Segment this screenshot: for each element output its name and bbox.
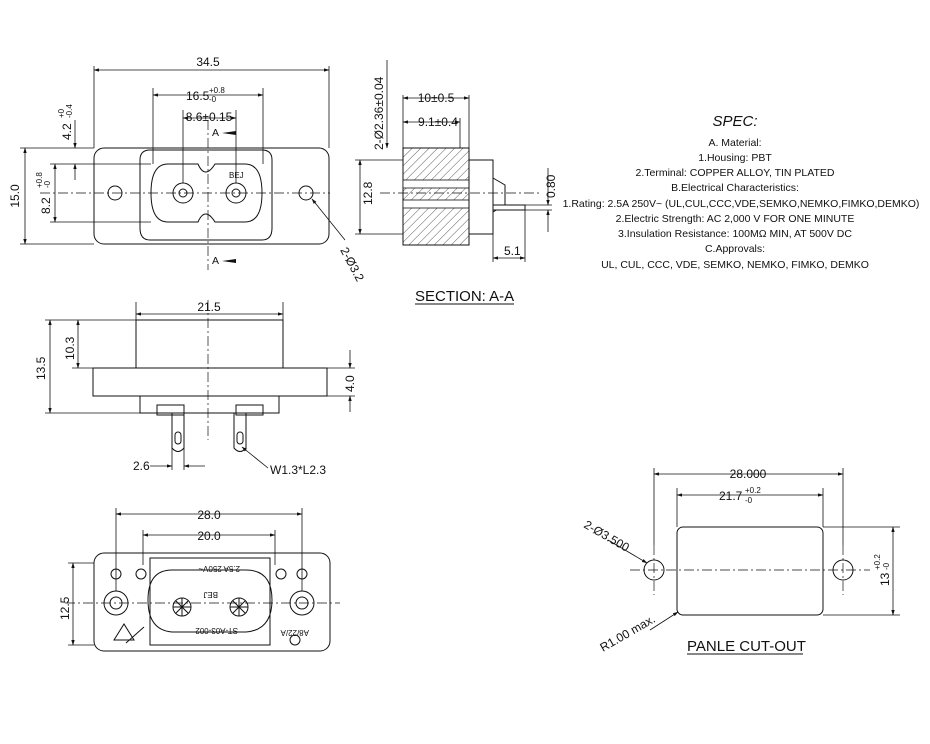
side-pin-seat-left (156, 404, 185, 416)
cut-hole-leader (607, 539, 648, 564)
spec-line: B.Electrical Characteristics: (671, 182, 799, 194)
cut-radius-leader (649, 611, 679, 631)
dim-flange: 4.0 (343, 375, 357, 392)
dim-top-thickness: 2-Ø2.36±0.04 (372, 76, 386, 150)
rear-socket-outline (147, 569, 273, 633)
hole-leader (311, 198, 346, 241)
rear-ce-icon (289, 634, 301, 646)
dim-cut-inner-tol-top: +0.2 (745, 486, 761, 495)
cutout-title: PANLE CUT-OUT (687, 638, 806, 655)
dim-body-height: 10.3 (63, 336, 77, 360)
front-brand: BEJ (229, 171, 244, 180)
cutout-rectangle (676, 526, 824, 616)
dim-depth: 10±0.5 (418, 91, 455, 105)
section-slot-bottom (402, 199, 470, 209)
side-pin-left-slot (174, 431, 182, 445)
rear-mark-slash (125, 626, 145, 644)
section-rear (468, 159, 494, 235)
section-housing (402, 147, 470, 246)
section-arrow-bottom (222, 259, 236, 263)
dim-total-height: 13.5 (34, 356, 48, 380)
dim-section-height: 12.8 (361, 181, 375, 205)
rear-small-mark: A8/22/A (280, 628, 309, 637)
front-view: 34.5 16.5 +0.8 -0 8.6±0.15 A A 15.0 8.2 … (8, 55, 367, 284)
side-pin-right-slot (236, 431, 244, 445)
dim-pin-length: 5.1 (504, 244, 521, 258)
dim-width: 34.5 (196, 55, 220, 69)
spec-line: A. Material: (708, 137, 761, 149)
dim-slot-tol-bot: -0 (209, 95, 217, 104)
spec-line: 1.Housing: PBT (698, 152, 772, 164)
dim-inner-depth: 9.1±0.4 (418, 115, 458, 129)
dim-cut-width: 28.000 (730, 467, 767, 481)
dim-body-width: 21.5 (197, 300, 221, 314)
rear-warning-icon (113, 623, 135, 641)
spec-line: 3.Insulation Resistance: 100MΩ MIN, AT 5… (618, 228, 852, 240)
spec-line: C.Approvals: (705, 243, 765, 255)
section-pin (492, 204, 526, 211)
dim-rear-width: 28.0 (197, 508, 221, 522)
dim-pin-gap: 2.6 (133, 459, 150, 473)
front-body-outline (139, 149, 273, 241)
dim-inner-height-tol-bot: -0 (43, 180, 52, 188)
rear-outline (93, 552, 331, 652)
spec-block: SPEC: A. Material: 1.Housing: PBT 2.Term… (563, 113, 920, 271)
cutout-view: 28.000 21.7 +0.2 -0 13 +0.2 -0 2-Ø3.500 … (582, 467, 900, 655)
rear-terminal-right (229, 597, 249, 617)
dim-pin-label: W1.3*L2.3 (270, 463, 326, 477)
rear-rating: 2.5A 250V~ (198, 564, 240, 573)
section-title: SECTION: A-A (415, 288, 514, 305)
dim-cut-inner: 21.7 (719, 489, 743, 503)
dim-cut-radius: R1.00 max. (598, 612, 658, 655)
dim-rear-pitch: 20.0 (197, 529, 221, 543)
pin-label-leader (241, 446, 269, 469)
rear-mark-l (135, 568, 147, 580)
spec-line: 1.Rating: 2.5A 250V~ (UL,CUL,CCC,VDE,SEM… (563, 198, 920, 210)
rear-model: ST-A03-002 (195, 626, 238, 635)
dim-cut-height-tol-bot: -0 (882, 562, 891, 570)
section-mark-top: A (212, 127, 219, 139)
side-pin-seat-right (235, 404, 264, 416)
side-flange (92, 367, 328, 397)
spec-line: 2.Terminal: COPPER ALLOY, TIN PLATED (636, 167, 835, 179)
side-body (135, 319, 284, 369)
section-view: 10±0.5 9.1±0.4 2-Ø2.36±0.04 12.8 0.80 5.… (355, 60, 558, 305)
rear-brand: BEJ (203, 590, 218, 599)
dim-holes: 2-Ø3.2 (337, 245, 367, 284)
dim-pin-thickness: 0.80 (544, 174, 558, 198)
dim-cut-height-tol-top: +0.2 (873, 554, 882, 570)
dim-slot: 16.5 (186, 89, 210, 103)
dim-height: 15.0 (8, 184, 22, 208)
side-view: 21.5 13.5 10.3 4.0 2.6 W1.3*L2.3 (34, 300, 357, 477)
spec-title: SPEC: (712, 113, 757, 130)
rear-terminal-left (172, 597, 192, 617)
dim-inner-height-tol-top: +0.8 (35, 172, 44, 188)
dim-cut-inner-tol-bot: -0 (745, 496, 753, 505)
dim-cut-holes: 2-Ø3.500 (582, 517, 633, 554)
side-base (139, 395, 280, 414)
spec-line: UL, CUL, CCC, VDE, SEMKO, NEMKO, FIMKO, … (601, 259, 869, 271)
dim-cut-height: 13 (878, 572, 892, 586)
dim-top-offset: 4.2 (60, 123, 74, 140)
dim-inner-height: 8.2 (39, 197, 53, 214)
rear-mark-circle (275, 568, 287, 580)
dim-pin-pitch: 8.6±0.15 (186, 110, 233, 124)
dim-top-offset-tol-top: +0 (57, 108, 66, 118)
dim-rear-height: 12.5 (58, 596, 72, 620)
section-mark-bottom: A (212, 255, 219, 267)
dim-top-offset-tol-bot: -0.4 (65, 104, 74, 118)
section-arrow-top (222, 131, 236, 135)
rear-view: 2.5A 250V~ BEJ ST-A03-002 A8/22/A 28.0 2… (58, 508, 340, 652)
front-flange-outline (93, 147, 330, 245)
section-slot-top (402, 179, 470, 189)
dim-slot-tol-top: +0.8 (209, 86, 225, 95)
spec-line: 2.Electric Strength: AC 2,000 V FOR ONE … (616, 213, 855, 225)
